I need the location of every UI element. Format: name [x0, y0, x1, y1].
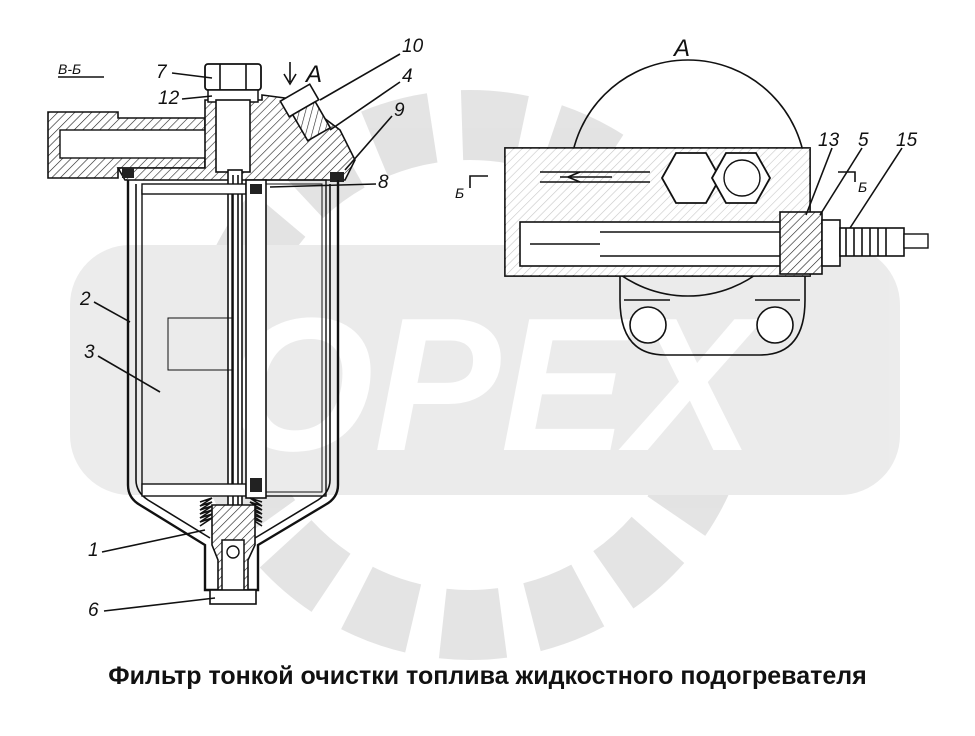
view-a	[504, 59, 929, 356]
cut-mark-right: Б	[858, 179, 867, 195]
callout-7: 7	[156, 62, 168, 83]
view-a-marker: А	[304, 61, 322, 88]
callout-15: 15	[896, 130, 918, 151]
callout-13: 13	[818, 130, 840, 151]
cut-mark-left: Б	[455, 185, 464, 201]
labels: В-Б А А Б Б 7 12 10 4 9 8 2 3 1 6 13 5 1…	[58, 35, 918, 621]
callout-1: 1	[88, 540, 99, 561]
callout-6: 6	[88, 600, 99, 621]
watermark-text: OPEX	[226, 279, 764, 491]
callout-10: 10	[402, 36, 424, 57]
callout-4: 4	[402, 66, 413, 87]
callout-5: 5	[858, 130, 869, 151]
callout-8: 8	[378, 172, 389, 193]
section-view	[47, 63, 356, 605]
callout-12: 12	[158, 88, 180, 109]
diagram-caption: Фильтр тонкой очистки топлива жидкостног…	[108, 662, 867, 690]
view-a-title: А	[672, 35, 690, 62]
section-label: В-Б	[58, 61, 81, 77]
callout-3: 3	[84, 342, 95, 363]
callout-9: 9	[394, 100, 405, 121]
callout-2: 2	[79, 289, 91, 310]
watermark-logo: OPEX	[70, 90, 900, 660]
